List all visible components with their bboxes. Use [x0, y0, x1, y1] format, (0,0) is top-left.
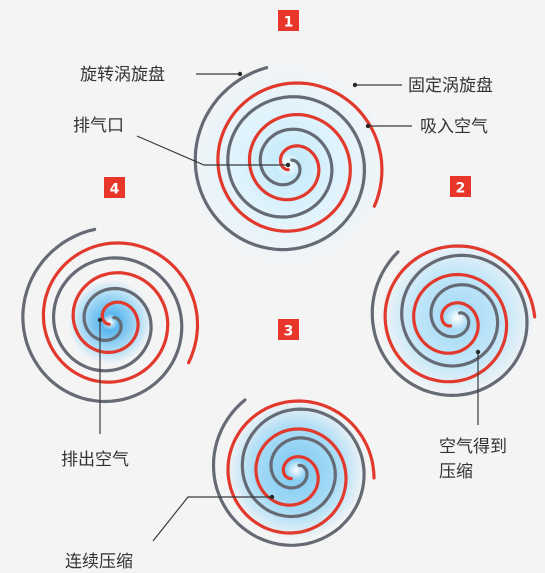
- badge-4-number: 4: [110, 182, 120, 198]
- label-exhaust-port: 排气口: [73, 116, 124, 136]
- label-exhaust-air: 排出空气: [61, 450, 129, 470]
- label-air-intake: 吸入空气: [420, 117, 488, 137]
- fixed-scroll-1: [216, 81, 384, 233]
- orbiting-scroll-3: [211, 398, 366, 547]
- stage-4: [21, 227, 200, 404]
- label-continuous-compression: 连续压缩: [65, 552, 133, 572]
- label-fixed-scroll: 固定涡旋盘: [408, 76, 493, 96]
- badge-4: 4: [104, 177, 125, 198]
- badge-1-number: 1: [284, 15, 294, 31]
- leader-exhaust-port: [136, 135, 288, 166]
- label-air-compressed-line2: 压缩: [439, 462, 473, 482]
- badge-1: 1: [278, 10, 299, 31]
- badge-3-number: 3: [284, 324, 294, 340]
- badge-2-number: 2: [456, 181, 466, 197]
- badge-2: 2: [450, 176, 471, 197]
- dot-continuous-compression: [269, 494, 275, 500]
- label-orbiting-scroll: 旋转涡旋盘: [80, 65, 165, 85]
- stage-3: [211, 398, 376, 547]
- label-air-compressed-line1: 空气得到: [439, 437, 507, 457]
- dot-orbiting-scroll: [237, 71, 243, 77]
- labels: 旋转涡旋盘 固定涡旋盘 排气口 吸入空气 空气得到 压缩 排出空气 连续压缩: [61, 65, 507, 572]
- fixed-scroll-2: [383, 244, 537, 384]
- stage-2: [370, 240, 537, 398]
- dot-exhaust-air: [97, 317, 103, 323]
- dot-fixed-scroll: [352, 82, 358, 88]
- fixed-scroll-3: [226, 399, 376, 535]
- leader-lines: [99, 73, 479, 542]
- badge-3: 3: [278, 319, 299, 340]
- leader-continuous-compression: [152, 496, 272, 542]
- leader-dots: [97, 71, 481, 500]
- orbiting-scroll-4: [21, 227, 184, 404]
- dot-air-compressed: [475, 349, 481, 355]
- dot-air-intake: [365, 123, 371, 129]
- orbiting-scroll-2: [370, 250, 529, 398]
- fixed-scroll-4: [41, 241, 200, 384]
- dot-exhaust-port: [285, 162, 291, 168]
- orbiting-scroll-1: [193, 66, 367, 252]
